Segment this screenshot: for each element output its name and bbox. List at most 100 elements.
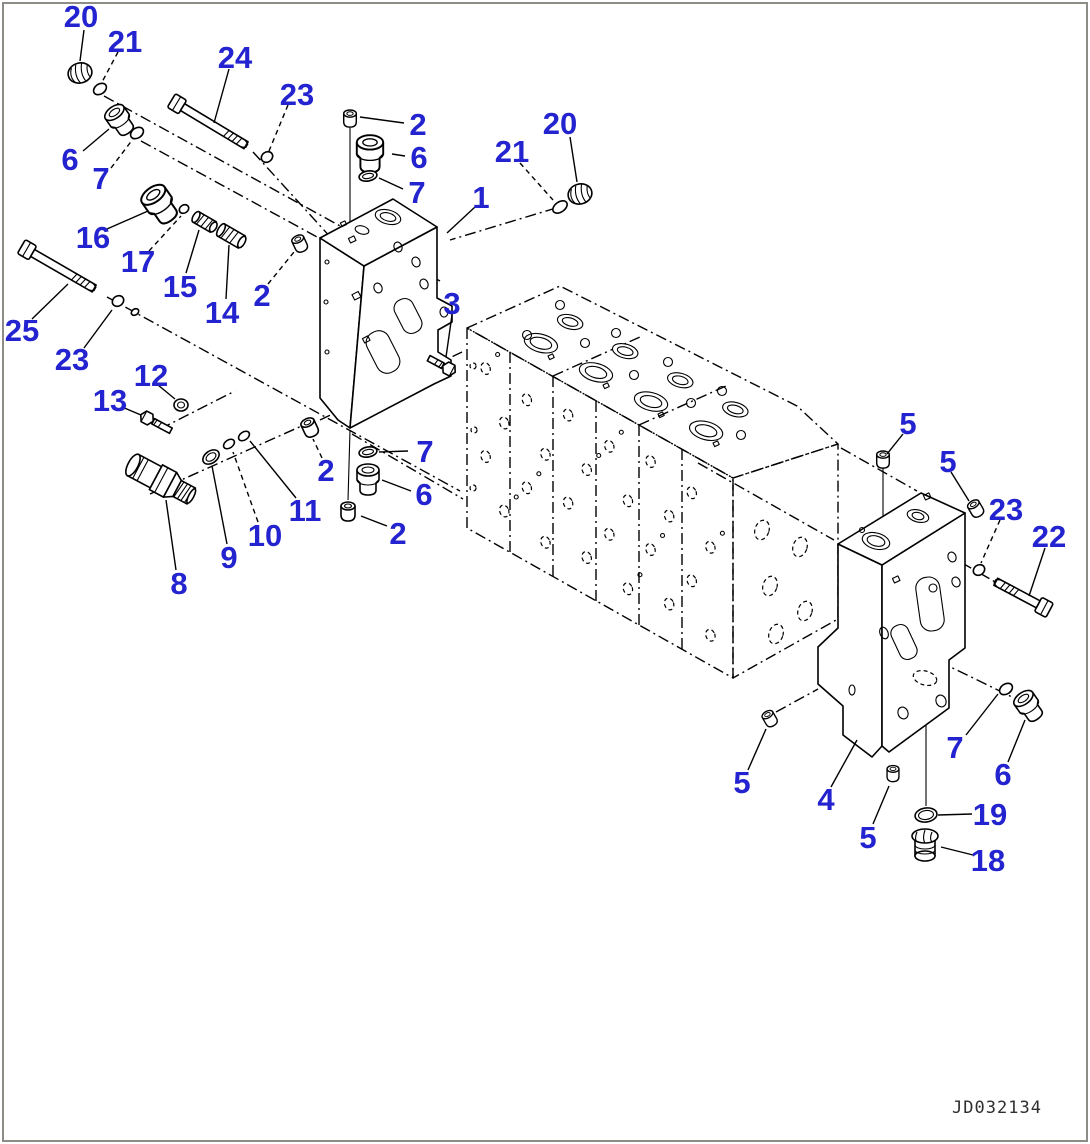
leader-line-4 xyxy=(830,739,858,788)
assembly-axis-line xyxy=(347,429,351,501)
leader-line-6 xyxy=(391,153,406,157)
callout-number-20[interactable]: 20 xyxy=(543,106,577,141)
callout-number-22[interactable]: 22 xyxy=(1032,519,1066,554)
part-plug-16 xyxy=(140,183,178,225)
leader-line-1 xyxy=(446,206,476,234)
leader-line-25 xyxy=(31,283,69,320)
part-ring-23b xyxy=(130,307,140,317)
callout-number-21[interactable]: 21 xyxy=(495,134,529,169)
callout-number-5[interactable]: 5 xyxy=(859,820,876,855)
callout-number-25[interactable]: 25 xyxy=(5,313,39,348)
part-plug-2 xyxy=(342,109,358,128)
callout-number-13[interactable]: 13 xyxy=(93,383,127,418)
leader-line-2 xyxy=(267,251,295,285)
callout-number-2[interactable]: 2 xyxy=(253,278,270,313)
callout-number-16[interactable]: 16 xyxy=(76,220,110,255)
callout-number-7[interactable]: 7 xyxy=(92,161,109,196)
part-nut-12 xyxy=(173,398,189,412)
leader-line-5 xyxy=(872,785,890,825)
leader-line-2 xyxy=(360,515,388,527)
left-end-cover-item-1 xyxy=(319,198,453,429)
leader-line-9 xyxy=(211,465,228,545)
callout-number-11[interactable]: 11 xyxy=(289,493,322,528)
callout-number-3[interactable]: 3 xyxy=(443,286,460,321)
leader-line-21 xyxy=(100,51,119,85)
assembly-axis-line xyxy=(449,207,557,241)
callout-number-17[interactable]: 17 xyxy=(121,244,155,279)
callout-number-6[interactable]: 6 xyxy=(410,140,427,175)
callout-number-7[interactable]: 7 xyxy=(416,434,433,469)
callout-number-5[interactable]: 5 xyxy=(733,765,750,800)
right-end-cover-item-4 xyxy=(817,492,966,758)
leader-line-15 xyxy=(185,229,200,274)
callout-number-7[interactable]: 7 xyxy=(946,730,963,765)
part-ring-10 xyxy=(222,438,236,450)
callout-number-8[interactable]: 8 xyxy=(170,566,187,601)
part-bolt-22 xyxy=(993,577,1054,618)
assembly-axis-line xyxy=(351,433,464,500)
callout-number-9[interactable]: 9 xyxy=(220,540,237,575)
part-plug-5 xyxy=(886,764,900,783)
callout-number-2[interactable]: 2 xyxy=(409,107,426,142)
leader-line-8 xyxy=(165,499,177,571)
leader-line-5 xyxy=(886,433,904,455)
part-ring-23 xyxy=(111,294,125,308)
part-plug-6 xyxy=(103,103,135,137)
callout-number-20[interactable]: 20 xyxy=(64,0,98,34)
callout-number-5[interactable]: 5 xyxy=(939,444,956,479)
callout-number-10[interactable]: 10 xyxy=(248,518,282,553)
part-nut-20 xyxy=(67,62,93,84)
callout-number-6[interactable]: 6 xyxy=(61,142,78,177)
part-ring-7 xyxy=(998,682,1014,696)
callout-number-6[interactable]: 6 xyxy=(415,477,432,512)
callout-number-6[interactable]: 6 xyxy=(994,757,1011,792)
leader-line-5 xyxy=(747,728,767,771)
leader-line-16 xyxy=(106,210,149,230)
part-plug-5 xyxy=(761,709,778,728)
callout-number-7[interactable]: 7 xyxy=(408,175,425,210)
leader-line-12 xyxy=(157,384,176,400)
hardware-parts-layer xyxy=(17,62,1054,862)
callout-number-1[interactable]: 1 xyxy=(472,180,489,215)
part-bolt-3 xyxy=(426,354,456,377)
callout-number-21[interactable]: 21 xyxy=(108,24,142,59)
leader-line-20 xyxy=(79,29,85,62)
callout-number-24[interactable]: 24 xyxy=(218,40,253,75)
part-relief-valve-8 xyxy=(125,453,197,505)
callout-number-4[interactable]: 4 xyxy=(817,782,835,817)
part-oring-21 xyxy=(552,200,568,214)
callout-number-2[interactable]: 2 xyxy=(389,516,406,551)
callout-number-5[interactable]: 5 xyxy=(899,406,916,441)
part-ring-7 xyxy=(358,170,378,182)
part-ring-11 xyxy=(237,430,251,442)
callout-number-14[interactable]: 14 xyxy=(205,295,240,330)
callout-number-12[interactable]: 12 xyxy=(134,358,168,393)
part-ring-23 xyxy=(260,150,274,164)
leader-line-20 xyxy=(569,136,578,183)
part-oring-19 xyxy=(914,807,938,823)
part-plug-6 xyxy=(356,463,380,496)
leader-line-24 xyxy=(213,68,230,124)
part-fitting-14 xyxy=(215,222,247,249)
callout-number-2[interactable]: 2 xyxy=(317,453,334,488)
callout-number-23[interactable]: 23 xyxy=(55,342,89,377)
assembly-axis-line xyxy=(919,651,1013,698)
callout-number-23[interactable]: 23 xyxy=(989,492,1023,527)
assembly-axis-line xyxy=(775,688,819,713)
part-plug-2 xyxy=(291,234,309,253)
part-plug-6 xyxy=(1012,689,1044,723)
assembly-axis-line xyxy=(840,447,918,492)
callout-number-18[interactable]: 18 xyxy=(971,843,1005,878)
leader-line-10 xyxy=(232,451,259,523)
part-ring-17 xyxy=(178,203,190,215)
part-ring-7 xyxy=(129,126,145,140)
leader-line-23 xyxy=(980,519,1001,564)
callout-number-23[interactable]: 23 xyxy=(280,77,314,112)
part-plug-5 xyxy=(966,499,985,518)
leader-line-23 xyxy=(83,309,113,349)
callout-number-19[interactable]: 19 xyxy=(973,797,1007,832)
assembly-axis-line xyxy=(697,462,835,541)
callout-number-15[interactable]: 15 xyxy=(163,269,197,304)
